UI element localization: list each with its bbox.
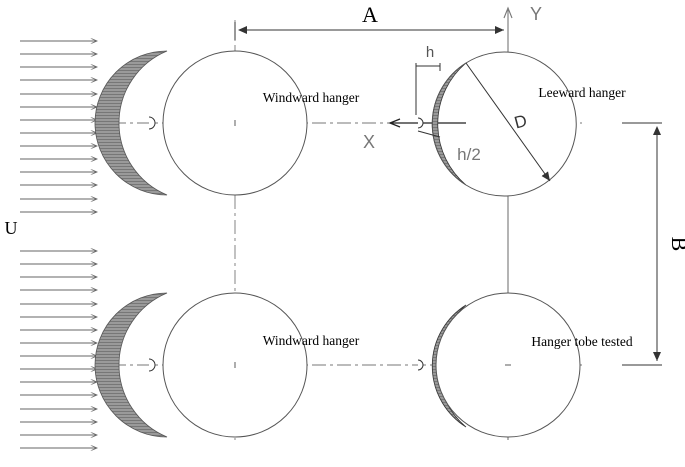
dimension-b xyxy=(622,122,662,366)
hanger-shading xyxy=(94,292,168,438)
hanger-notch xyxy=(417,359,424,371)
hanger-bottom-right-label: Hanger tobe tested xyxy=(531,334,632,349)
y-axis-label: Y xyxy=(530,4,542,24)
hanger-top-right xyxy=(415,51,577,197)
hanger-notch xyxy=(417,117,424,129)
hanger-top-left xyxy=(94,50,308,196)
dimension-b-label: B xyxy=(667,237,685,252)
h-label: h xyxy=(426,44,434,61)
hanger-shading xyxy=(94,50,168,196)
hanger-shading xyxy=(431,62,467,186)
dimension-a xyxy=(234,22,504,40)
x-axis-arrowhead xyxy=(388,118,401,128)
hanger-bottom-left xyxy=(94,292,308,438)
diameter-line xyxy=(465,62,551,182)
hanger-bottom-left-label: Windward hanger xyxy=(263,333,360,348)
x-axis-label: X xyxy=(363,132,375,152)
flow-arrows xyxy=(20,41,97,448)
diameter-label: D xyxy=(512,111,529,133)
hanger-top-left-label: Windward hanger xyxy=(263,90,360,105)
hanger-top-right-label: Leeward hanger xyxy=(538,85,626,100)
h-half-label: h/2 xyxy=(457,145,481,164)
y-axis-arrowhead xyxy=(503,6,513,19)
hanger-notch xyxy=(148,116,156,130)
flow-velocity-label: U xyxy=(5,218,18,238)
hanger-bottom-right xyxy=(417,292,581,438)
dimension-a-label: A xyxy=(362,2,378,27)
h-half-leader xyxy=(417,130,441,138)
hanger-notch xyxy=(148,358,156,372)
